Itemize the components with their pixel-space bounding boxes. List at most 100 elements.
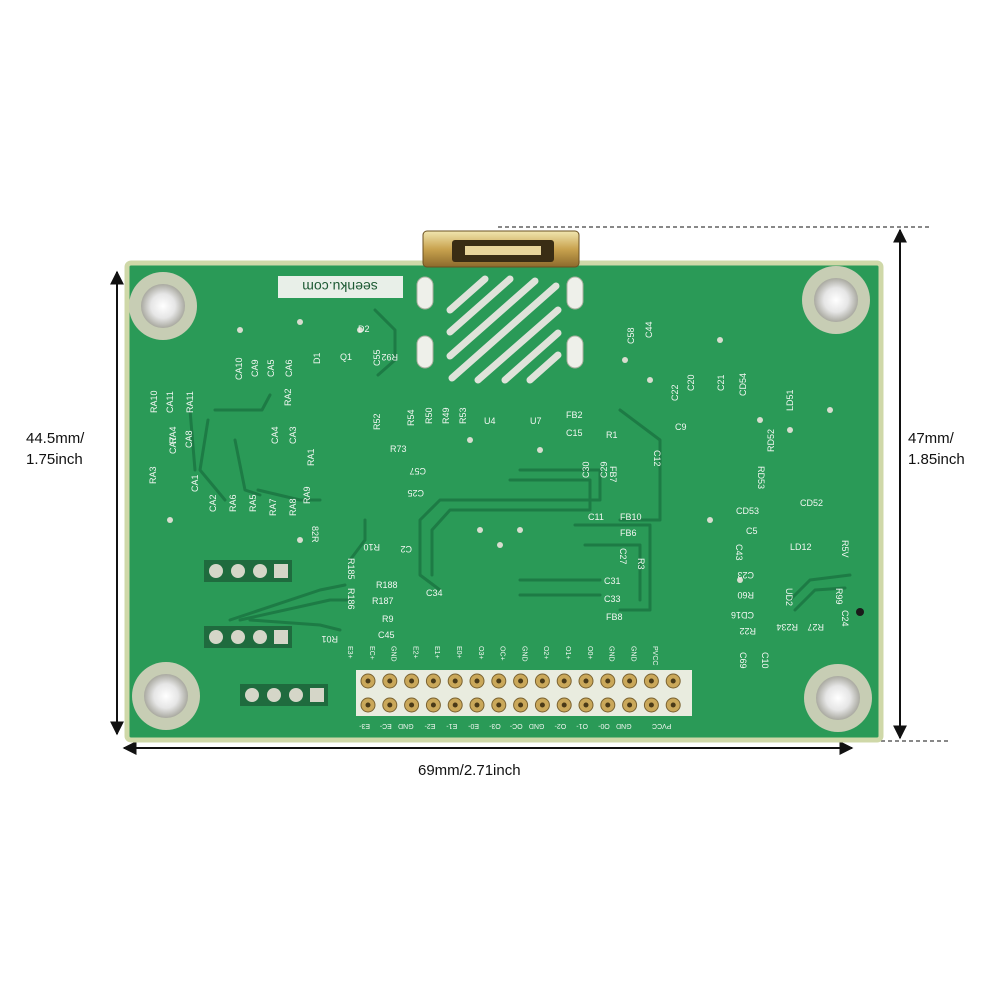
silk-label: U4 [484,416,496,426]
header-pin-hole [430,678,436,684]
pin-header-1 [204,560,292,582]
silk-label: R188 [376,580,398,590]
header-pin-hole [518,702,524,708]
header-pin-hole [583,678,589,684]
silk-label: C27 [618,548,628,565]
silk-label: CD54 [738,373,748,396]
header-pin-hole [561,678,567,684]
silk-label: Q1 [340,352,352,362]
silk-label: C22 [670,384,680,401]
silk-label: CA6 [284,359,294,377]
height-label-left: 44.5mm/ 1.75inch [26,428,84,470]
silk-label: C25 [407,488,424,498]
header-bottom-label: O3- [488,722,500,729]
silk-label: RA9 [302,486,312,504]
silk-label: C20 [686,374,696,391]
header-top-label: E2+ [411,646,418,659]
silk-label: RA3 [148,466,158,484]
header-pin-hole [627,678,633,684]
silk-label: FB7 [608,466,618,483]
silk-label: C45 [378,630,395,640]
header-bottom-label: EC- [379,722,392,729]
header-top-label: E1+ [433,646,440,659]
silk-label: R187 [372,596,394,606]
header-pin-hole [474,702,480,708]
silk-label: C43 [734,544,744,561]
header-pin-hole [539,678,545,684]
silk-label: CA4 [270,426,280,444]
silk-label: RA4 [168,426,178,444]
silk-label: C57 [409,466,426,476]
silk-label: R185 [346,558,356,580]
silk-label: LD12 [790,542,812,552]
header-pin-hole [387,678,393,684]
height-label-right: 47mm/ 1.85inch [908,428,965,470]
silk-label: D2 [358,324,370,334]
pin-header-3 [240,684,328,706]
silk-label: CA9 [250,359,260,377]
silk-label: D1 [312,352,322,364]
silk-label: C33 [604,594,621,604]
silk-label: C10 [760,652,770,669]
height-inch-left: 1.75inch [26,451,83,468]
silk-label: C34 [426,588,443,598]
smd-dots [167,319,864,616]
silk-label: RA7 [268,498,278,516]
header-pin-hole [387,702,393,708]
header-pin-hole [670,678,676,684]
silk-label: C9 [675,422,687,432]
silk-label: CA11 [165,391,175,413]
header-top-label: GND [390,646,397,662]
header-top-label: E3+ [346,646,353,659]
header-top-label: O0+ [586,646,593,659]
silk-label: R73 [390,444,407,454]
header-top-label: O2+ [542,646,549,659]
silk-label: C58 [626,327,636,344]
silk-label: R5V [840,540,850,558]
silk-label: C31 [604,576,621,586]
silk-label: C24 [840,610,850,627]
header-pin-hole [365,702,371,708]
silk-label: R27 [807,622,824,632]
silk-label: CA2 [208,494,218,512]
silk-label: FB6 [620,528,637,538]
silk-label: CA1 [190,474,200,492]
header-top-label: E0+ [455,646,462,659]
height-inch-right: 1.85inch [908,451,965,468]
header-bottom-label: GND [529,722,545,729]
silk-label: FB10 [620,512,642,522]
silk-label: RD52 [766,429,776,452]
header-pin-hole [365,678,371,684]
silk-label: C44 [644,321,654,338]
silk-label: 82R [310,526,320,543]
silk-label: CA7 [168,436,178,454]
silk-label: CD53 [736,506,759,516]
header-top-label: GND [629,646,636,662]
silk-label: R54 [406,409,416,426]
silk-label: CA3 [288,426,298,444]
silk-label: C15 [566,428,583,438]
header-bottom-label: O1- [576,722,588,729]
oval-pads [416,276,584,369]
header-pin-hole [474,678,480,684]
silk-label: RA8 [288,498,298,516]
silk-label: R49 [441,407,451,424]
header-bottom-label: E2- [424,722,436,729]
silk-label: RA11 [185,391,195,413]
silk-label: R1 [606,430,618,440]
silk-label: R186 [346,588,356,610]
brand-text: seenku.com [302,279,377,295]
silk-label: CD16 [731,610,754,620]
mounting-holes [129,266,872,732]
header-bottom-label: E0- [467,722,479,729]
silk-label: R3 [636,558,646,570]
silk-label: FB8 [606,612,623,622]
width-value: 69mm/2.71inch [418,762,521,779]
silk-label: RA5 [248,494,258,512]
silk-label: CA10 [234,357,244,380]
silk-label: RA6 [228,494,238,512]
height-mm-right: 47mm/ [908,430,954,447]
header-bottom-label: O0- [597,722,609,729]
header-pin-hole [605,678,611,684]
silk-label: C69 [738,652,748,669]
